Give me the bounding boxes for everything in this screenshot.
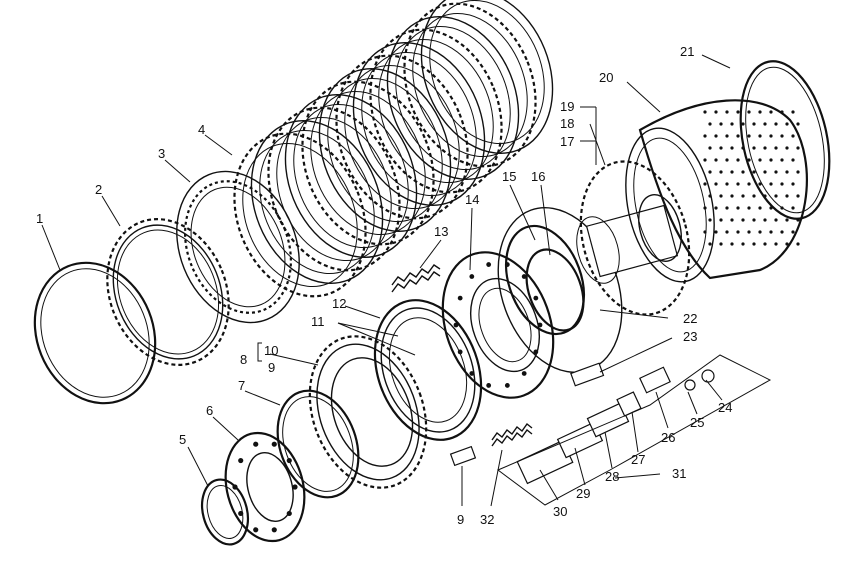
label-13: 13 <box>434 224 448 239</box>
label-29: 29 <box>576 486 590 501</box>
part-20-drum <box>625 99 808 283</box>
valve-assembly <box>497 354 772 506</box>
part-9-piston <box>308 335 428 489</box>
part-13-spring <box>391 264 441 293</box>
label-32: 32 <box>480 512 494 527</box>
label-5: 5 <box>179 432 186 447</box>
label-14: 14 <box>465 192 479 207</box>
part-11-seal-ring <box>373 299 483 441</box>
label-3: 3 <box>158 146 165 161</box>
part-1-snap-ring <box>33 261 157 405</box>
label-24: 24 <box>718 400 732 415</box>
part-5-small-ring <box>200 478 250 546</box>
label-19: 19 <box>560 99 574 114</box>
part-2-toothed-ring <box>106 218 230 366</box>
label-9-bottom: 9 <box>457 512 464 527</box>
label-7: 7 <box>238 378 245 393</box>
label-27: 27 <box>631 452 645 467</box>
label-21: 21 <box>680 44 694 59</box>
part-23-pin <box>570 362 605 387</box>
part-4-disc-pack <box>233 0 554 298</box>
label-26: 26 <box>661 430 675 445</box>
part-32-spring <box>491 422 533 447</box>
label-31: 31 <box>672 466 686 481</box>
label-4: 4 <box>198 122 205 137</box>
label-25: 25 <box>690 415 704 430</box>
part-17-hub <box>576 160 691 316</box>
label-16: 16 <box>531 169 545 184</box>
label-28: 28 <box>605 469 619 484</box>
label-9-top: 9 <box>268 360 275 375</box>
label-2: 2 <box>95 182 102 197</box>
label-6: 6 <box>206 403 213 418</box>
label-18: 18 <box>560 116 574 131</box>
part-21-large-ring <box>739 60 831 220</box>
label-1: 1 <box>36 211 43 226</box>
leader-lines <box>41 54 731 507</box>
label-10: 10 <box>264 343 278 358</box>
label-12: 12 <box>332 296 346 311</box>
part-9-pin <box>449 445 477 467</box>
part-7-thin-ring <box>276 389 360 499</box>
label-8: 8 <box>240 352 247 367</box>
part-14-piston-holed <box>441 251 555 399</box>
label-15: 15 <box>502 169 516 184</box>
label-22: 22 <box>683 311 697 326</box>
label-30: 30 <box>553 504 567 519</box>
part-labels: 1 2 3 4 5 6 7 8 10 9 11 12 13 14 15 16 1… <box>36 44 732 527</box>
label-11: 11 <box>311 314 325 329</box>
part-6-flange-plate <box>224 431 306 543</box>
label-23: 23 <box>683 329 697 344</box>
label-20: 20 <box>599 70 613 85</box>
label-17: 17 <box>560 134 574 149</box>
